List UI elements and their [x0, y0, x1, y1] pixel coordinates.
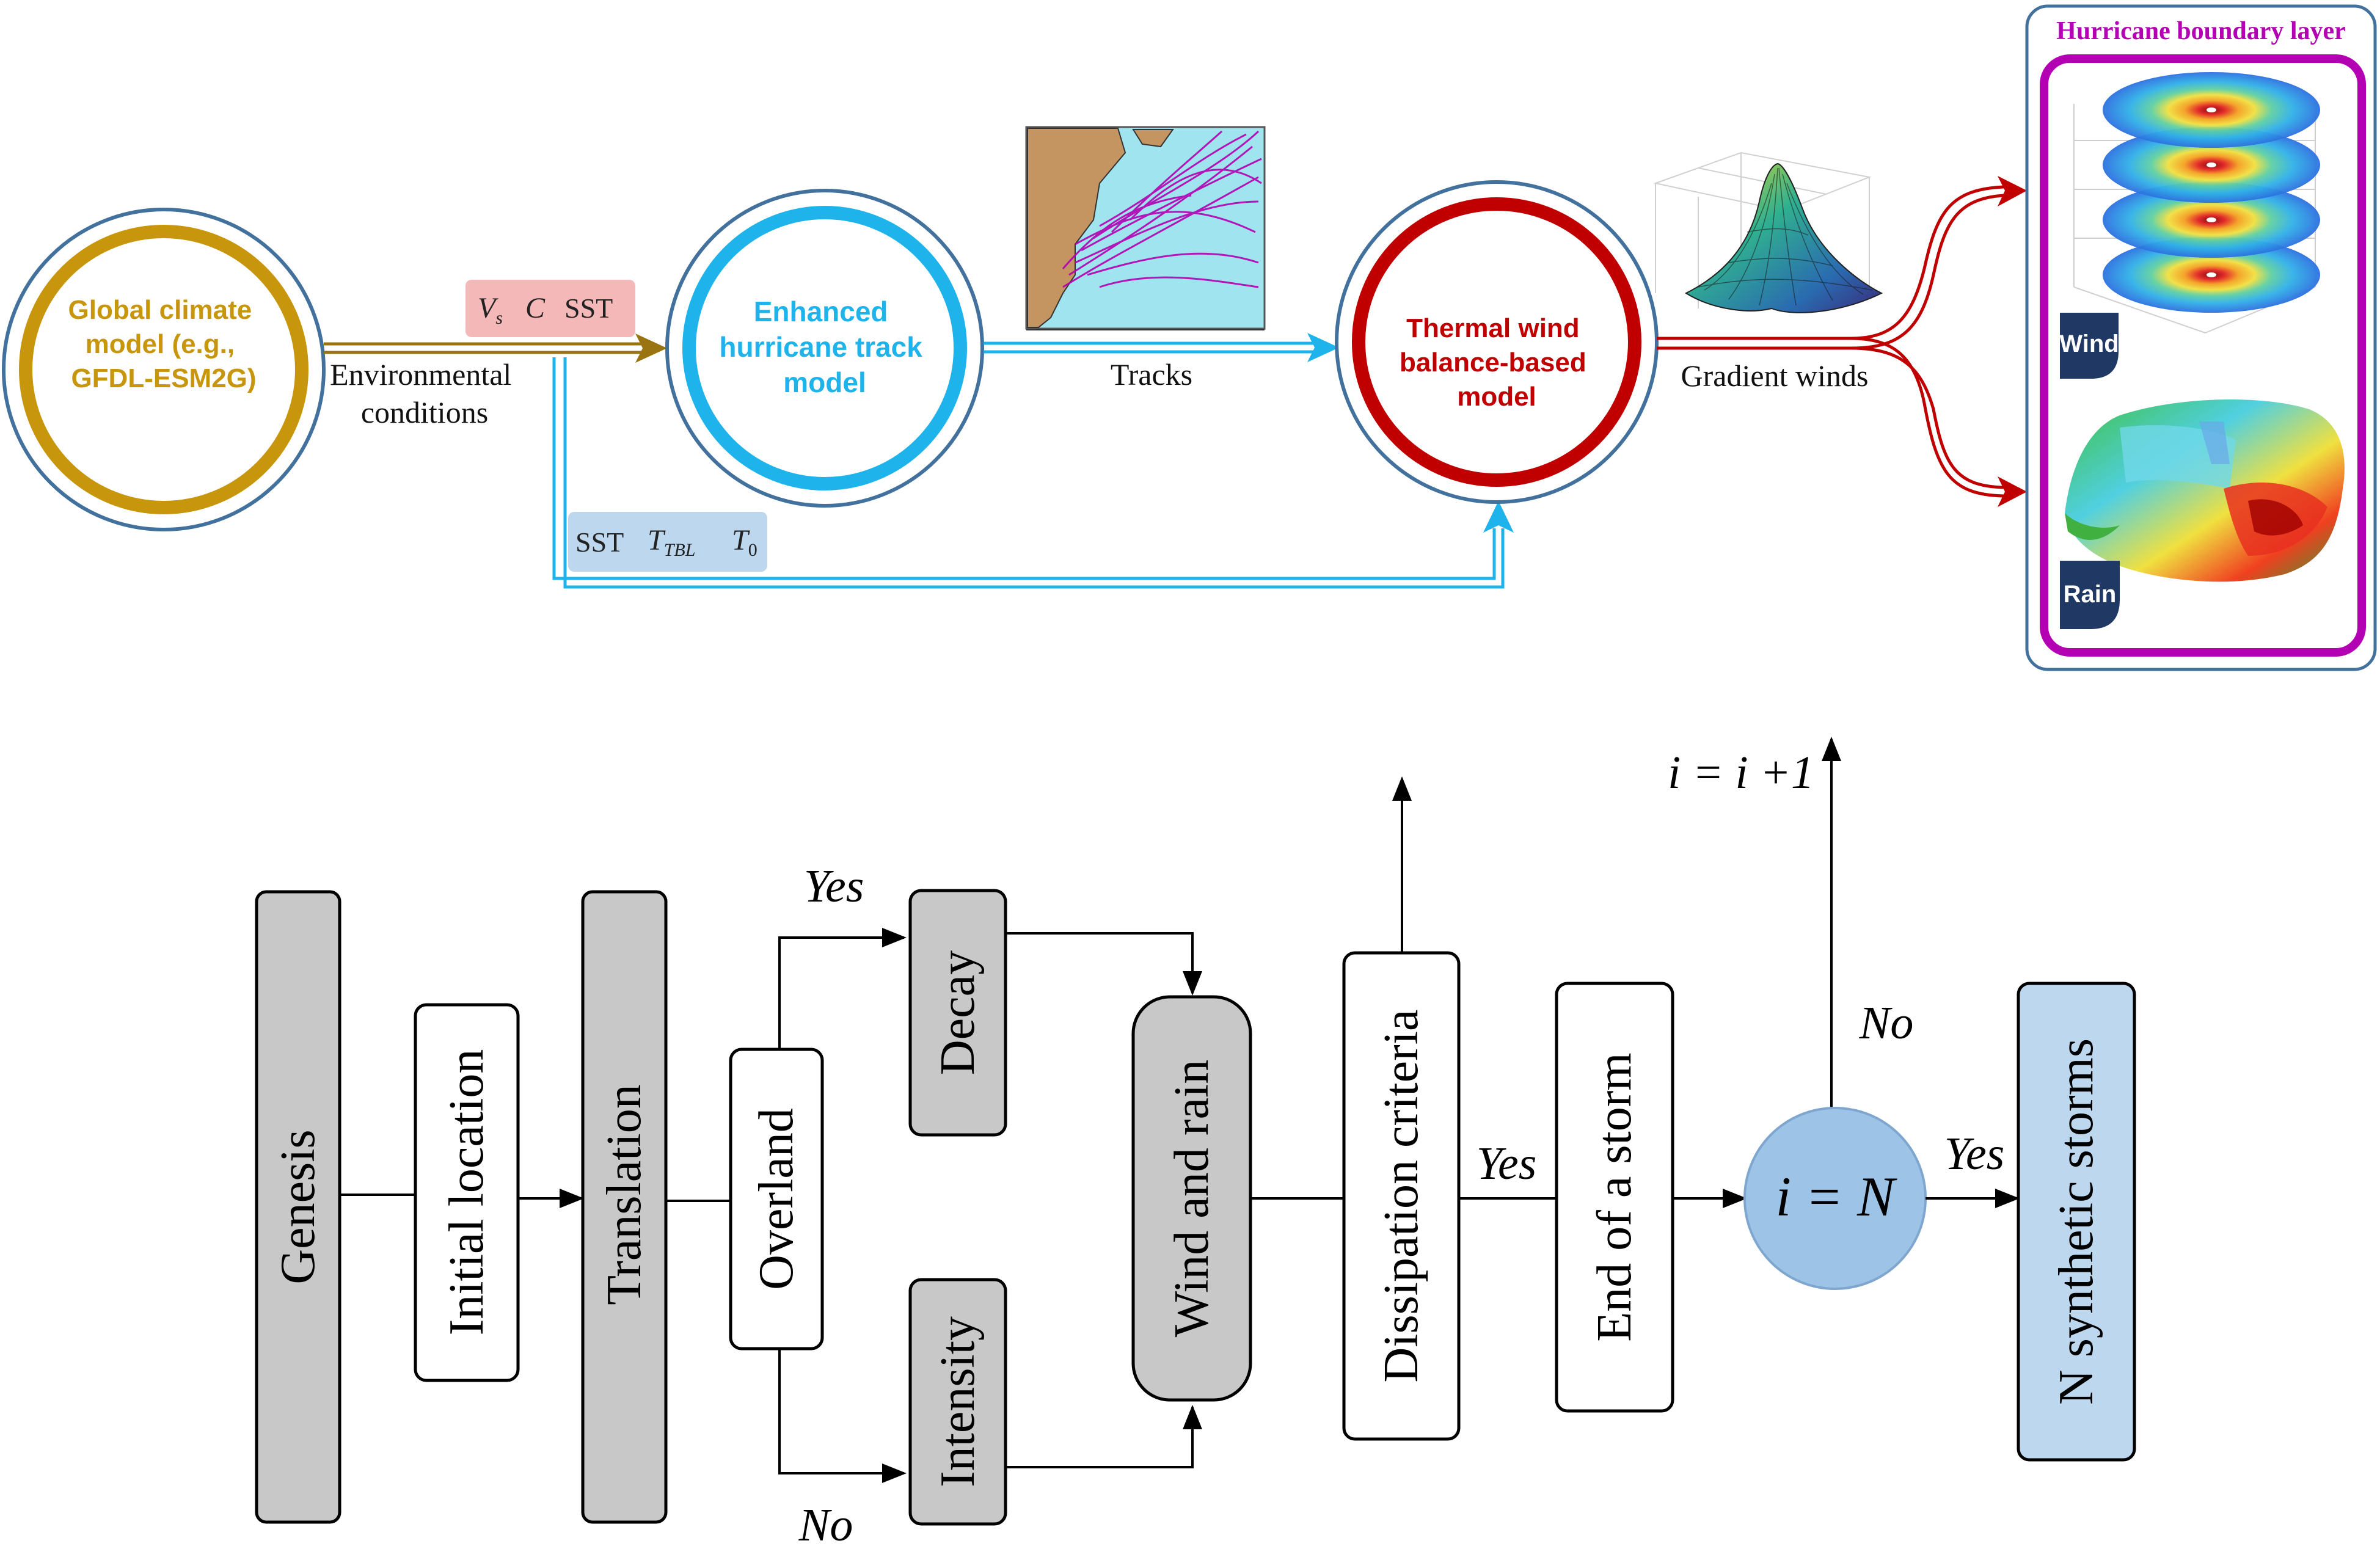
yes-dissipation-label: Yes [1477, 1138, 1537, 1189]
env-arrow [324, 333, 667, 363]
initial-location-node: Initial location [414, 1003, 520, 1382]
wind-badge: Wind [2059, 313, 2119, 379]
no-intensity-label: No [798, 1500, 853, 1549]
gcm-line-2: model (e.g., [86, 329, 235, 359]
svg-text:Thermal wind balance-bas: Thermal wind balance-based model [1400, 313, 1594, 412]
svg-text:Global climate model (e.: Global climate model (e.g., GFDL-ESM2G) [68, 295, 260, 393]
vs-symbol: V [478, 292, 498, 324]
ttbl-symbol: T [648, 524, 666, 556]
track-line-1: Enhanced [754, 296, 888, 327]
decay-to-wind-connector [1006, 932, 1202, 996]
rain-surface-plot [2065, 399, 2345, 582]
yes-decay-label: Yes [804, 861, 864, 912]
c-symbol: C [525, 292, 546, 324]
genesis-label: Genesis [271, 1129, 325, 1284]
svg-text:T0: T0 [732, 524, 757, 560]
genesis-node: Genesis [255, 890, 341, 1524]
overland-node: Overland [729, 1048, 824, 1350]
hbl-title: Hurricane boundary layer [2056, 17, 2346, 45]
env-conditions-label: Environmental conditions [330, 357, 519, 429]
env-line-2: conditions [361, 395, 488, 429]
thermal-line-1: Thermal wind [1406, 313, 1580, 343]
gradient-winds-label: Gradient winds [1681, 359, 1869, 393]
decision-node: i = N [1743, 1107, 1927, 1290]
wind-field-cone-icon [1653, 151, 1883, 313]
svg-text:Vs: Vs [478, 292, 503, 328]
increment-label: i = i +1 [1668, 747, 1814, 798]
climate-variables-chip: Vs C SST [465, 280, 635, 337]
end-of-storm-node: End of a storm [1555, 982, 1674, 1413]
intensity-label: Intensity [931, 1316, 985, 1487]
gcm-line-3: GFDL-ESM2G) [71, 363, 256, 393]
yes-final-label: Yes [1944, 1128, 2005, 1179]
rain-badge: Rain [2060, 561, 2120, 629]
t0-subscript: 0 [748, 540, 757, 560]
overland-no-connector [778, 1349, 907, 1483]
decay-node: Decay [908, 889, 1007, 1137]
synthetic-storms-node: N synthetic storms [2017, 982, 2136, 1462]
thermal-variables-chip: SST TTBL T0 [568, 512, 767, 572]
wind-and-rain-label: Wind and rain [1165, 1060, 1219, 1337]
sst-bottom-label: SST [575, 527, 624, 558]
gradient-winds-arrows [1657, 185, 2004, 498]
hurricane-tracks-map-icon [1025, 126, 1266, 330]
vs-subscript: s [495, 308, 503, 328]
synthetic-storms-label: N synthetic storms [2050, 1038, 2103, 1405]
translation-node: Translation [581, 890, 668, 1524]
svg-text:Enhanced hurricane track: Enhanced hurricane track model [719, 296, 930, 398]
decay-label: Decay [931, 950, 985, 1075]
tracks-arrow [984, 333, 1339, 362]
gcm-node: Global climate model (e.g., GFDL-ESM2G) [2, 208, 326, 531]
thermal-inputs-path [552, 357, 1505, 589]
sst-top-label: SST [564, 293, 613, 324]
wind-layers-plot [2073, 72, 2320, 333]
track-model-node: Enhanced hurricane track model [665, 189, 984, 508]
intensity-to-wind-connector [1006, 1405, 1202, 1468]
wind-and-rain-node: Wind and rain [1131, 995, 1252, 1402]
t0-symbol: T [732, 524, 750, 556]
track-line-2: hurricane track [719, 331, 922, 363]
overland-yes-connector [778, 928, 907, 1049]
wind-badge-label: Wind [2059, 330, 2119, 357]
initial-location-label: Initial location [440, 1049, 494, 1336]
svg-text:TTBL: TTBL [648, 524, 695, 560]
rain-badge-label: Rain [2064, 581, 2117, 608]
no-loop-label: No [1859, 997, 1914, 1049]
thermal-model-node: Thermal wind balance-based model [1335, 180, 1659, 504]
overland-label: Overland [750, 1108, 803, 1290]
end-of-storm-label: End of a storm [1588, 1052, 1641, 1341]
dissipation-criteria-label: Dissipation criteria [1374, 1010, 1428, 1383]
hurricane-boundary-layer-panel: Hurricane boundary layer [2025, 4, 2377, 671]
thermal-line-2: balance-based [1400, 348, 1586, 377]
dissipation-criteria-node: Dissipation criteria [1342, 951, 1461, 1441]
track-line-3: model [783, 366, 866, 398]
translation-label: Translation [597, 1084, 651, 1305]
decision-label: i = N [1775, 1165, 1897, 1228]
tracks-label: Tracks [1111, 357, 1192, 392]
thermal-line-3: model [1457, 382, 1536, 412]
ttbl-subscript: TBL [664, 540, 696, 560]
env-line-1: Environmental [330, 357, 511, 392]
gcm-line-1: Global climate [68, 295, 252, 325]
intensity-node: Intensity [908, 1278, 1007, 1526]
